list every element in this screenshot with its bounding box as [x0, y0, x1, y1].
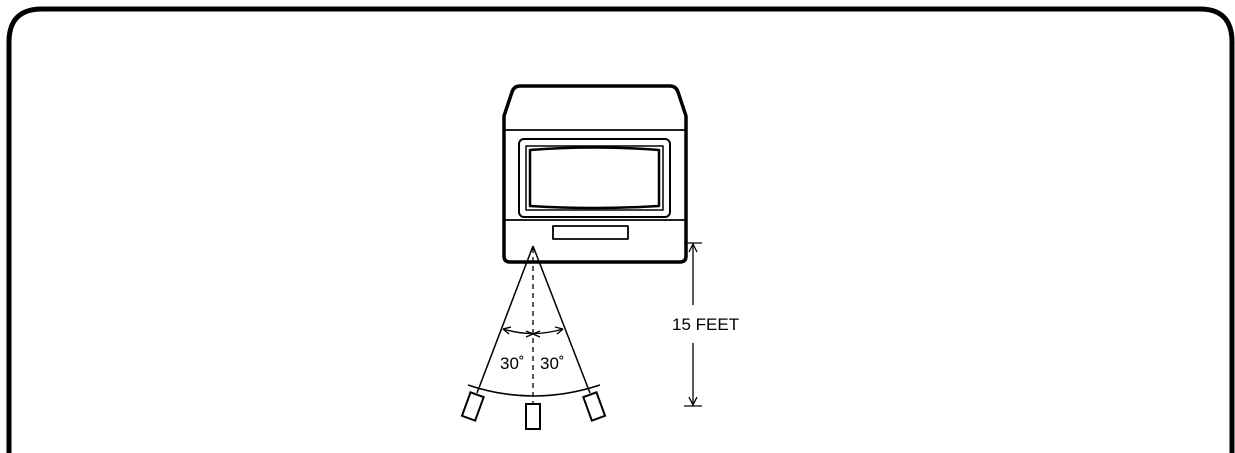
cone-right-line: [532, 245, 591, 394]
distance-dimension: [684, 242, 702, 407]
angle-left-label: 30˚: [500, 354, 525, 373]
cone-left-line: [476, 245, 534, 394]
tv-icon: [502, 84, 688, 264]
frame-border: [6, 6, 1235, 453]
remote-control-icon: [582, 391, 607, 422]
range-arc: [467, 384, 601, 397]
angle-cone: [467, 245, 601, 405]
remote-control-icon: [525, 403, 541, 430]
remote-control-icon: [460, 391, 485, 422]
distance-label: 15 FEET: [672, 315, 739, 334]
angle-right-label: 30˚: [540, 354, 565, 373]
